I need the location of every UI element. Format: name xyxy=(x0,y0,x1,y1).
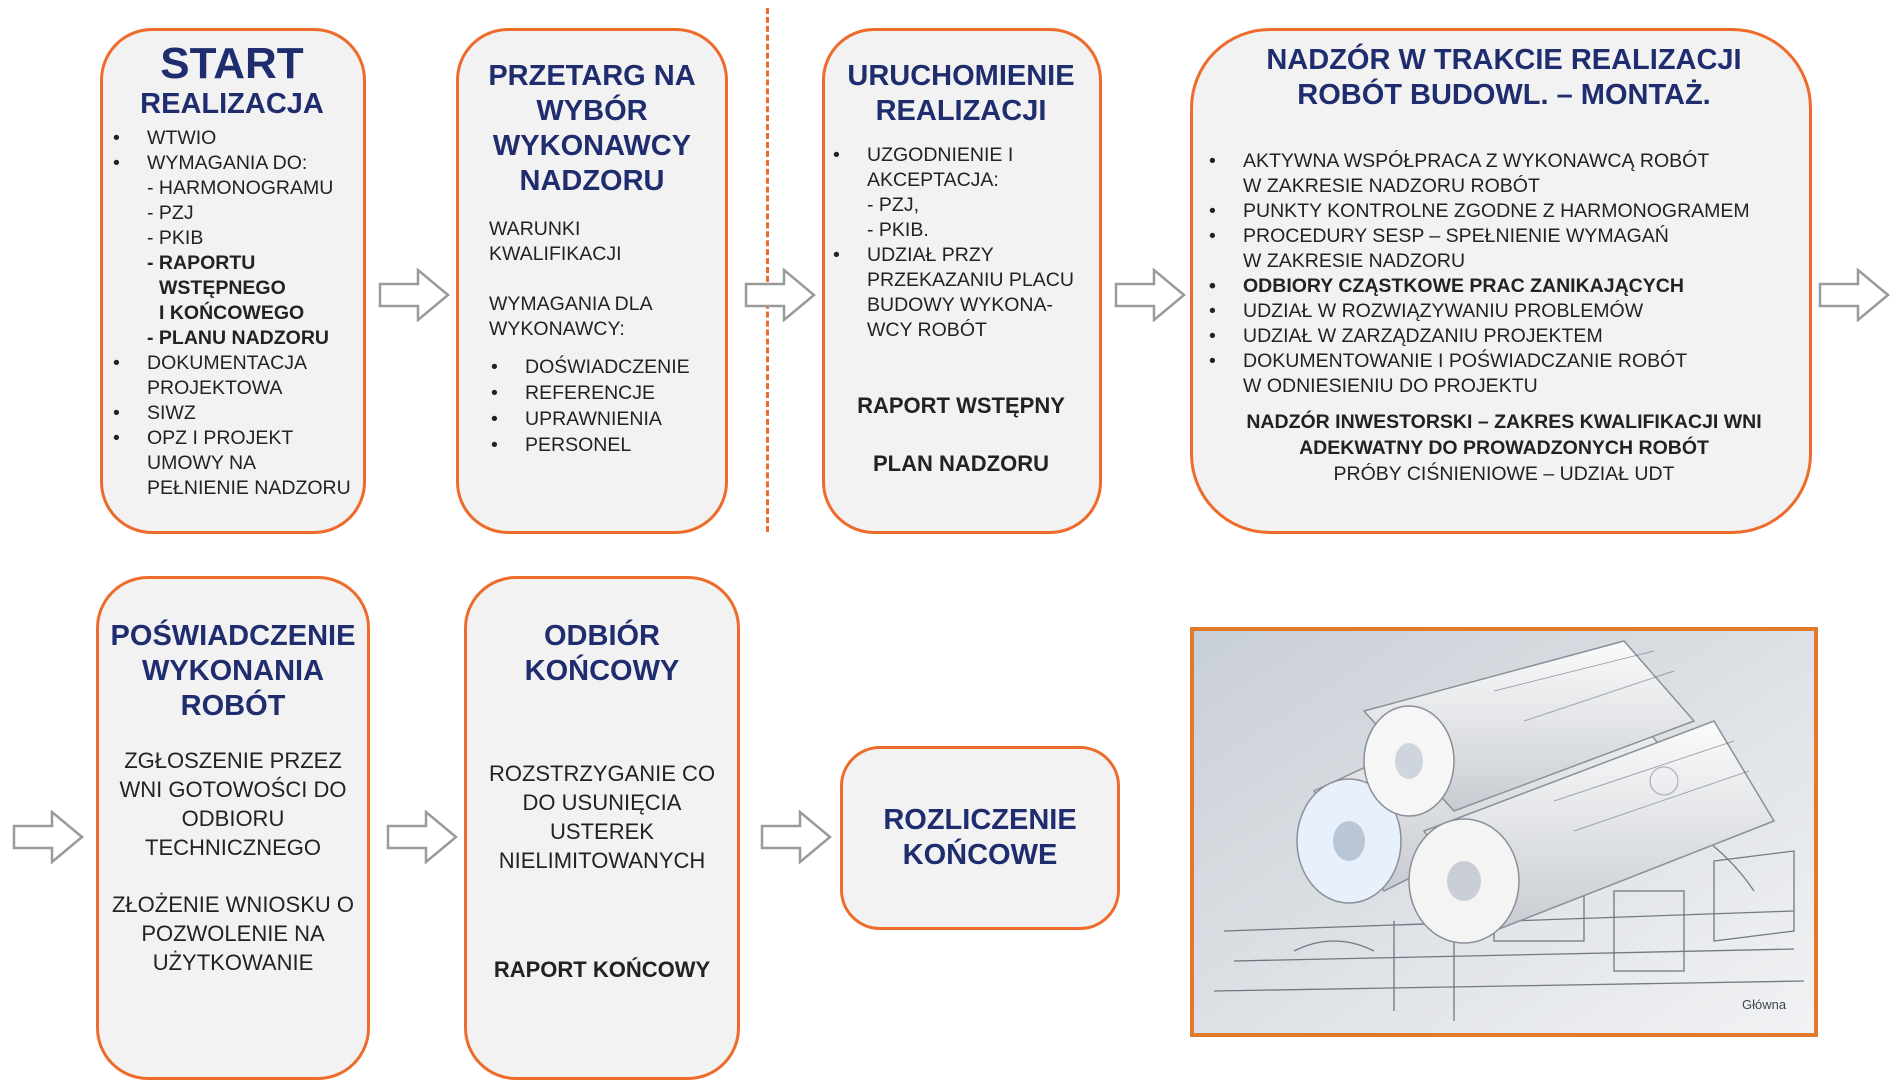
sub-item: I KOŃCOWEGO xyxy=(159,302,305,324)
list-item: UDZIAŁ PRZY PRZEKAZANIU PLACU BUDOWY WYK… xyxy=(831,243,1091,343)
supervision-footer-1: NADZÓR INWESTORSKI – ZAKRES KWALIFIKACJI… xyxy=(1246,411,1762,433)
list-item: UDZIAŁ W ZARZĄDZANIU PROJEKTEM xyxy=(1207,324,1801,349)
blueprint-label: Główna xyxy=(1742,997,1787,1012)
certification-box: POŚWIADCZENIE WYKONANIA ROBÓT ZGŁOSZENIE… xyxy=(96,576,370,1080)
phase-separator-line xyxy=(766,8,769,532)
supervision-footer-2: ADEKWATNY DO PROWADZONYCH ROBÓT xyxy=(1299,437,1709,459)
list-item: UDZIAŁ W ROZWIĄZYWANIU PROBLEMÓW xyxy=(1207,299,1801,324)
list-item-continuation: W ODNIESIENIU DO PROJEKTU xyxy=(1243,375,1538,397)
final-settlement-title: ROZLICZENIE KOŃCOWE xyxy=(883,804,1077,871)
list-item: DOKUMENTACJA PROJEKTOWA xyxy=(111,351,353,401)
start-subtitle: REALIZACJA xyxy=(140,88,324,120)
supervision-title-line2: ROBÓT BUDOWL. – MONTAŻ. xyxy=(1297,79,1711,111)
supervision-box: NADZÓR W TRAKCIE REALIZACJI ROBÓT BUDOWL… xyxy=(1190,28,1812,534)
blueprints-image: Główna xyxy=(1194,631,1814,1033)
certification-text-2: ZŁOŻENIE WNIOSKU O POZWOLENIE NA UŻYTKOW… xyxy=(111,892,355,975)
certification-title: POŚWIADCZENIE WYKONANIA ROBÓT xyxy=(110,620,356,722)
list-item: REFERENCJE xyxy=(489,380,711,406)
sub-item: - PKIB xyxy=(147,227,204,249)
arrow-right-icon xyxy=(1818,268,1890,322)
certification-text-1: ZGŁOSZENIE PRZEZ WNI GOTOWOŚCI DO ODBIOR… xyxy=(119,748,347,860)
tender-requirements: WYMAGANIA DLA WYKONAWCY: xyxy=(489,293,652,340)
arrow-right-icon xyxy=(378,268,450,322)
sub-item: - PLANU NADZORU xyxy=(147,327,329,349)
initial-report-label: RAPORT WSTĘPNY xyxy=(857,393,1065,418)
list-item-continuation: W ZAKRESIE NADZORU ROBÓT xyxy=(1243,175,1540,197)
sub-item: - PKIB. xyxy=(867,219,929,241)
sub-item: - PZJ xyxy=(147,202,194,224)
start-title: START xyxy=(160,39,304,88)
arrow-right-icon xyxy=(760,810,832,864)
tender-title: PRZETARG NA WYBÓR WYKONAWCY NADZORU xyxy=(488,60,696,197)
list-item: ODBIORY CZĄSTKOWE PRAC ZANIKAJĄCYCH xyxy=(1207,274,1801,299)
list-item: WTWIO xyxy=(111,126,353,151)
arrow-right-icon xyxy=(12,810,84,864)
tender-box: PRZETARG NA WYBÓR WYKONAWCY NADZORU WARU… xyxy=(456,28,728,534)
list-item: UPRAWNIENIA xyxy=(489,406,711,432)
arrow-right-icon xyxy=(744,268,816,322)
list-item: PROCEDURY SESP – SPEŁNIENIE WYMAGAŃ xyxy=(1207,224,1801,249)
final-acceptance-title: ODBIÓR KOŃCOWY xyxy=(524,620,680,687)
list-item: OPZ I PROJEKT UMOWY NA PEŁNIENIE NADZORU xyxy=(111,426,353,501)
launch-title: URUCHOMIENIE REALIZACJI xyxy=(847,60,1075,127)
list-item: PERSONEL xyxy=(489,432,711,458)
supervision-plan-label: PLAN NADZORU xyxy=(873,451,1049,476)
list-item: UZGODNIENIE I AKCEPTACJA: xyxy=(831,143,1091,193)
sub-item: - HARMONOGRAMU xyxy=(147,177,334,199)
list-item: DOKUMENTOWANIE I POŚWIADCZANIE ROBÓT xyxy=(1207,349,1801,374)
list-item: PUNKTY KONTROLNE ZGODNE Z HARMONOGRAMEM xyxy=(1207,199,1801,224)
final-acceptance-box: ODBIÓR KOŃCOWY ROZSTRZYGANIE CO DO USUNI… xyxy=(464,576,740,1080)
list-item: SIWZ xyxy=(111,401,353,426)
arrow-right-icon xyxy=(1114,268,1186,322)
launch-box: URUCHOMIENIE REALIZACJI UZGODNIENIE I AK… xyxy=(822,28,1102,534)
final-report-label: RAPORT KOŃCOWY xyxy=(493,957,711,982)
sub-item: - PZJ, xyxy=(867,194,919,216)
supervision-title-line1: NADZÓR W TRAKCIE REALIZACJI xyxy=(1266,44,1742,76)
sub-item: - RAPORTU xyxy=(147,252,256,274)
arrow-right-icon xyxy=(386,810,458,864)
list-item: AKTYWNA WSPÓŁPRACA Z WYKONAWCĄ ROBÓT xyxy=(1207,149,1801,174)
start-box: START REALIZACJA WTWIO WYMAGANIA DO: - H… xyxy=(100,28,366,534)
final-acceptance-text: ROZSTRZYGANIE CO DO USUNIĘCIA USTEREK NI… xyxy=(488,761,716,873)
list-item: WYMAGANIA DO: xyxy=(111,151,353,176)
final-settlement-box: ROZLICZENIE KOŃCOWE xyxy=(840,746,1120,930)
list-item: DOŚWIADCZENIE xyxy=(489,354,711,380)
tender-conditions: WARUNKI KWALIFIKACJI xyxy=(489,218,622,265)
list-item-continuation: W ZAKRESIE NADZORU xyxy=(1243,250,1466,272)
sub-item: WSTĘPNEGO xyxy=(159,277,286,299)
blueprints-photo: Główna xyxy=(1190,627,1818,1037)
supervision-footer-3: PRÓBY CIŚNIENIOWE – UDZIAŁ UDT xyxy=(1333,463,1675,485)
